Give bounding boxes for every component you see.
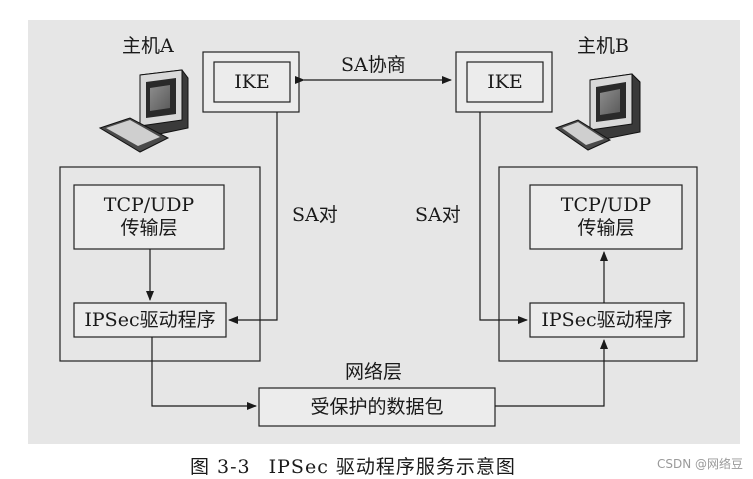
transport-a-box (73, 184, 225, 250)
transport-b-box (529, 184, 683, 250)
transport-a-line2: 传输层 (120, 217, 178, 239)
driver-a-box (73, 302, 227, 338)
driver-b-box (529, 302, 685, 338)
computer-b-icon (554, 73, 641, 151)
driver-a-label: IPSec驱动程序 (84, 308, 216, 331)
transport-b-line2: 传输层 (577, 217, 635, 239)
protected-packet-box (258, 387, 496, 427)
ike-left-label: IKE (234, 70, 270, 93)
transport-b-label: TCP/UDP 传输层 (530, 185, 682, 249)
sa-pair-right-arrow (479, 112, 528, 324)
sa-pair-left-arrow (228, 112, 278, 324)
transport-a-label: TCP/UDP 传输层 (74, 185, 224, 249)
host-a-frame (59, 166, 261, 362)
sa-negotiation-label: SA协商 (341, 54, 406, 76)
figure-number: 图 3-3 (190, 456, 251, 478)
computer-a-icon (98, 69, 189, 153)
sa-pair-right-label: SA对 (415, 204, 461, 226)
watermark: CSDN @网络豆 (656, 457, 743, 471)
packet-to-driver-b-arrow (495, 339, 608, 407)
driver-a-to-packet-arrow (151, 337, 257, 410)
ike-right-label: IKE (487, 70, 523, 93)
driver-b-label: IPSec驱动程序 (541, 308, 673, 331)
ike-right-inner-box (466, 61, 544, 103)
network-layer-label: 网络层 (345, 361, 403, 383)
host-a-label: 主机A (122, 35, 174, 57)
figure-title: IPSec 驱动程序服务示意图 (268, 456, 516, 478)
transport-a-line1: TCP/UDP (103, 194, 195, 217)
host-b-frame (498, 166, 698, 362)
sa-pair-left-label: SA对 (292, 204, 338, 226)
host-b-label: 主机B (577, 35, 629, 57)
figure-caption: 图 3-3 IPSec 驱动程序服务示意图 (190, 452, 516, 479)
protected-packet-label: 受保护的数据包 (310, 395, 444, 418)
ike-left-inner-box (213, 61, 291, 103)
transport-b-line1: TCP/UDP (560, 194, 652, 217)
